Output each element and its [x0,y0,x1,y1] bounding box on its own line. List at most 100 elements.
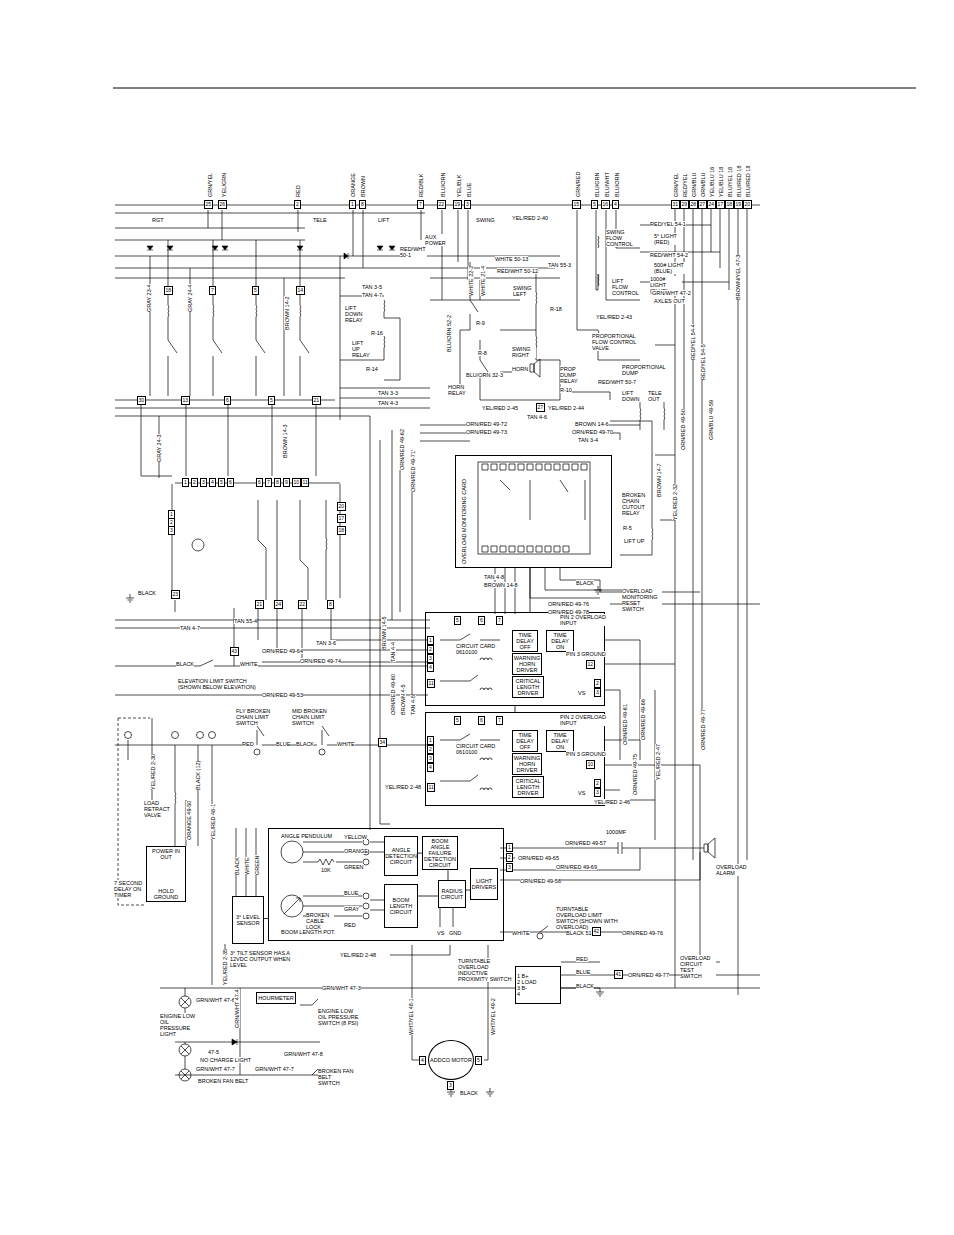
timer-box: POWER IN OUTHOLD GROUND [146,846,186,902]
terminal-number: 27 [698,200,707,209]
wire-label: R-10 [560,387,572,393]
terminal-number: 3 [427,654,434,663]
terminal-number: 22 [437,200,446,209]
wire-label: RED/WHT 54-2 [650,252,688,258]
wire-label: YEL/RED 2-40 [512,215,548,221]
wire-label: WHITE [240,661,258,667]
wire-label: 3° TILT SENSOR HAS A 12VDC OUTPUT WHEN L… [230,950,296,968]
terminal-number: 5 [252,286,259,295]
timer-block: TIME DELAY OFF [512,630,538,652]
wire-label: R-18 [550,306,562,312]
terminal-number: 4 [419,1056,426,1065]
wire-label: MID BROKEN CHAIN LIMIT SWITCH [292,708,342,726]
wire-label: ORN/BLU [700,173,706,197]
terminal-number: 14 [296,286,305,295]
terminal-number: 11 [301,478,309,487]
terminal-number: 23 [171,590,180,599]
wire-label: PIN 2 OVERLOAD INPUT [560,614,612,626]
wire-label: YEL/RED 2-48 [340,952,376,958]
wire-label: RED/YEL 54-4 [690,324,696,360]
wire-label: TAN 55-3 [548,262,571,268]
wire-label: TAN 4-6 [527,414,547,420]
terminal-number: 11 [427,783,435,792]
terminal-number: 7 [417,200,424,209]
wire-label: R-9 [476,320,485,326]
wire-label: GRN/YEL [673,173,679,197]
terminal-number: 5 [475,1056,482,1065]
wire-label: PIN 2 OVERLOAD INPUT [560,714,612,726]
wire-label: 47-5 [208,1049,219,1055]
timer-block: TIME DELAY ON [546,730,574,752]
wire-label: TAN 3-4 [578,437,598,443]
wire-label: GRN/WHT 47-3 [322,985,361,991]
terminal-number: 15 [572,200,581,209]
wire-label: BROWN [360,176,366,197]
connector-pin [172,732,179,739]
terminal-number: 6 [224,396,231,405]
wire-label: BLU/ORN [614,173,620,197]
wire-label: VS [578,790,585,796]
wire-label: ORN/RED 49-77 [700,709,706,750]
circuit-block: LIGHT DRIVERS [470,868,498,900]
wire-label: PROP DUMP RELAY [560,366,584,384]
connector-pin [125,732,132,739]
wire-label: WHITE [244,857,250,875]
node-text: OVERLOAD MONITORING CARD [461,479,467,564]
connector-pin [363,893,369,899]
wire-label: HORN RELAY [448,384,470,396]
wire-label: R-5 [623,525,632,531]
connector-pin [363,913,369,919]
wire-label: GRN/WHT 47-7 [255,1066,294,1072]
terminal-number: 5 [218,478,225,487]
wire-label: BROWN 14-2 [284,296,290,330]
node-text: TIME DELAY ON [548,632,572,650]
wire-label: TELE [313,217,327,223]
wire-label: YEL/RED 2-46 [594,799,630,805]
wire-label: ORN/RED 49-60 [390,674,396,715]
wire-label: GRN/BLU 49-59 [708,400,714,440]
terminal-number: 4 [427,663,434,672]
terminal-number: 22 [298,600,307,609]
wire-label: GRN/WHT 47-4 [234,989,240,1028]
wire-label: YEL/RED 2-47 [655,744,661,780]
terminal-number: 9 [283,478,290,487]
terminal-number: 5 [268,396,275,405]
wire-label: BLACK (12) [195,761,201,790]
terminal-number: 21 [255,600,264,609]
wire-label: GRN/WHT 47-7 [196,1066,235,1072]
terminal-number: 20 [743,200,752,209]
wire-label: ORN/RED 49-58 [520,878,561,884]
driver-block: CRITICAL LENGTH DRIVER [512,776,544,798]
node-text: CRITICAL LENGTH DRIVER [514,778,542,796]
terminal-number: 3 [447,1081,454,1090]
terminal-frame [482,464,587,552]
wire-label: SWING LEFT [513,285,535,297]
wire-label: LIFT UP RELAY [352,340,372,358]
terminal-number: 12 [586,660,595,669]
circuit-block: RADIUS CIRCUIT [438,880,466,908]
wire-label: R-8 [478,350,487,356]
wire-label: YEL/GRN [221,173,227,197]
terminal-number: 25 [204,200,213,209]
wire-label: ORN/RED 49-70 [572,429,613,435]
wire-label: ORANGE 49-50 [186,801,192,840]
wire-label: ORN/RED 49-57 [565,840,606,846]
level-sensor: 3° LEVEL SENSOR [232,896,264,944]
terminal-number: 13 [181,396,190,405]
wire-label: ORN/RED 49-72 [466,421,507,427]
wire-label: ORN/RED 49-53 [262,692,303,698]
wire-label: BLU/YEL 18 [727,167,733,197]
wire-label: RED/YEL 54-1 [650,221,686,227]
wire-label: BROKEN CHAIN CUTOUT RELAY [622,492,648,516]
wire-label: ORN/RED 49-77 [628,972,669,978]
node-text: 2 LOAD [517,979,537,985]
wire-label: YEL/RED 2-48 [385,784,421,790]
circuit-block: BOOM LENGTH CIRCUIT [384,884,418,928]
terminal-number: 10 [586,760,595,769]
wire-label: TAN 3-3 [378,390,398,396]
wire-label: RED/YEL 54-5 [700,344,706,380]
wire-label: RED [344,922,356,928]
wire-connector [448,870,449,880]
wire-label: RED/YEL [682,173,688,197]
